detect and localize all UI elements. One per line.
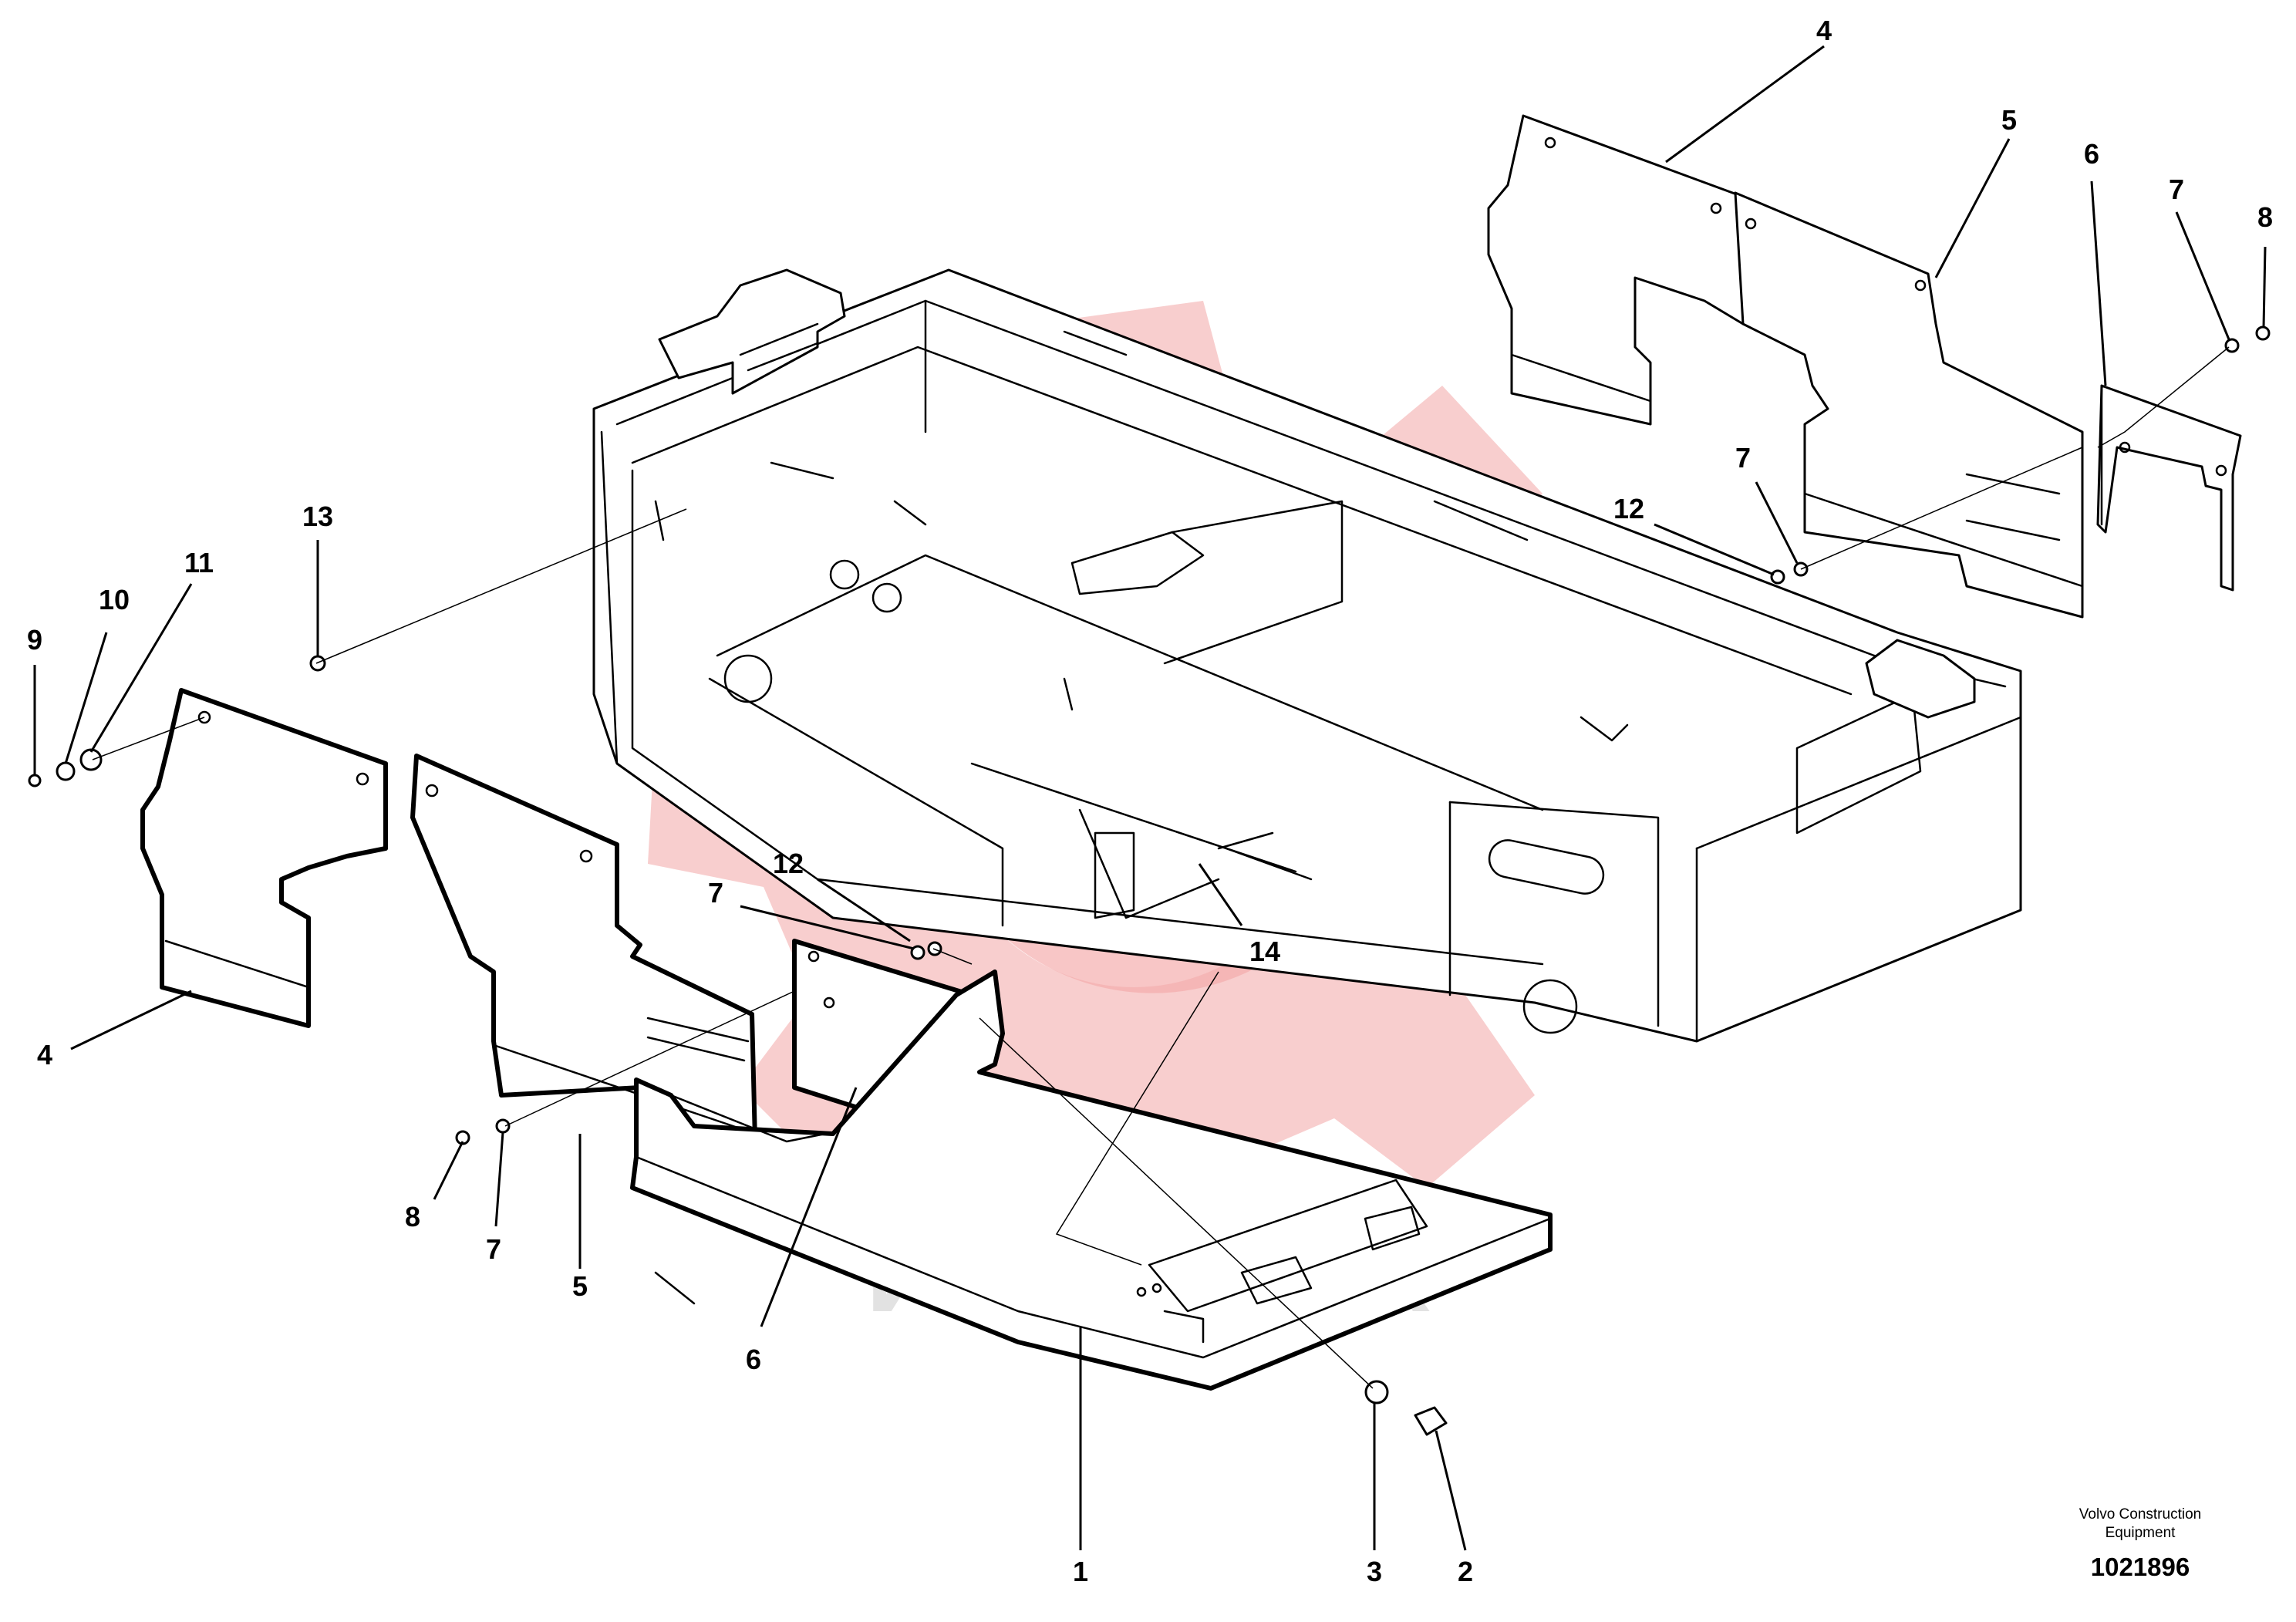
fasteners: [28, 325, 2271, 1436]
callout-12-front: 12: [773, 848, 804, 879]
callout-labels: 4 5 6 7 8 7 12 13 9 10 11 4 7 12 14 8 7 …: [27, 15, 2273, 1587]
company-line-1: Volvo Construction: [2079, 1506, 2202, 1523]
callout-10: 10: [99, 584, 130, 615]
callout-8-front: 8: [405, 1201, 420, 1233]
bolt-9: [28, 774, 42, 787]
callout-7-front: 7: [708, 877, 723, 909]
callout-14: 14: [1249, 936, 1280, 967]
main-frame: [592, 268, 2022, 1305]
callout-3: 3: [1367, 1556, 1382, 1587]
bolt-8-top: [2255, 325, 2271, 341]
spacer-13: [309, 655, 326, 672]
bottom-tray-1: [630, 969, 1553, 1391]
bolt-12-rear: [1770, 569, 1785, 585]
washer-11: [79, 748, 103, 771]
bolt-12-front: [910, 945, 925, 960]
callout-5-front: 5: [572, 1270, 588, 1302]
drawing-number: 1021896: [2090, 1553, 2190, 1581]
callout-9: 9: [27, 624, 42, 656]
company-line-2: Equipment: [2105, 1525, 2176, 1541]
callout-7-left: 7: [486, 1233, 501, 1265]
bolt-2: [1414, 1406, 1448, 1436]
callout-7-top: 7: [2169, 174, 2184, 205]
callout-5-rear: 5: [2001, 104, 2017, 136]
callout-4-front: 4: [37, 1039, 52, 1071]
callout-13: 13: [302, 501, 333, 532]
washer-7-left: [495, 1118, 511, 1134]
cover-plate-4-rear: [1487, 114, 1745, 426]
washer-7-top: [2224, 338, 2240, 353]
callout-2: 2: [1458, 1556, 1473, 1587]
washer-10: [56, 761, 76, 781]
callout-4-rear: 4: [1816, 15, 1832, 46]
assembly-lines: [92, 346, 2230, 1389]
company-name: Volvo Construction Equipment: [2055, 1506, 2225, 1543]
callout-12-rear: 12: [1613, 493, 1644, 524]
callout-8-top: 8: [2257, 201, 2273, 233]
leader-lines: [33, 45, 2267, 1551]
callout-7-rear: 7: [1735, 442, 1751, 474]
callout-6-rear: 6: [2084, 138, 2099, 170]
cover-plate-4-left: [140, 688, 388, 1028]
callout-1: 1: [1073, 1556, 1088, 1587]
callout-6-front: 6: [746, 1344, 761, 1375]
cover-plate-5-rear: [1734, 191, 2084, 619]
callout-11: 11: [184, 547, 214, 578]
cover-plate-6-rear: [2096, 384, 2242, 592]
